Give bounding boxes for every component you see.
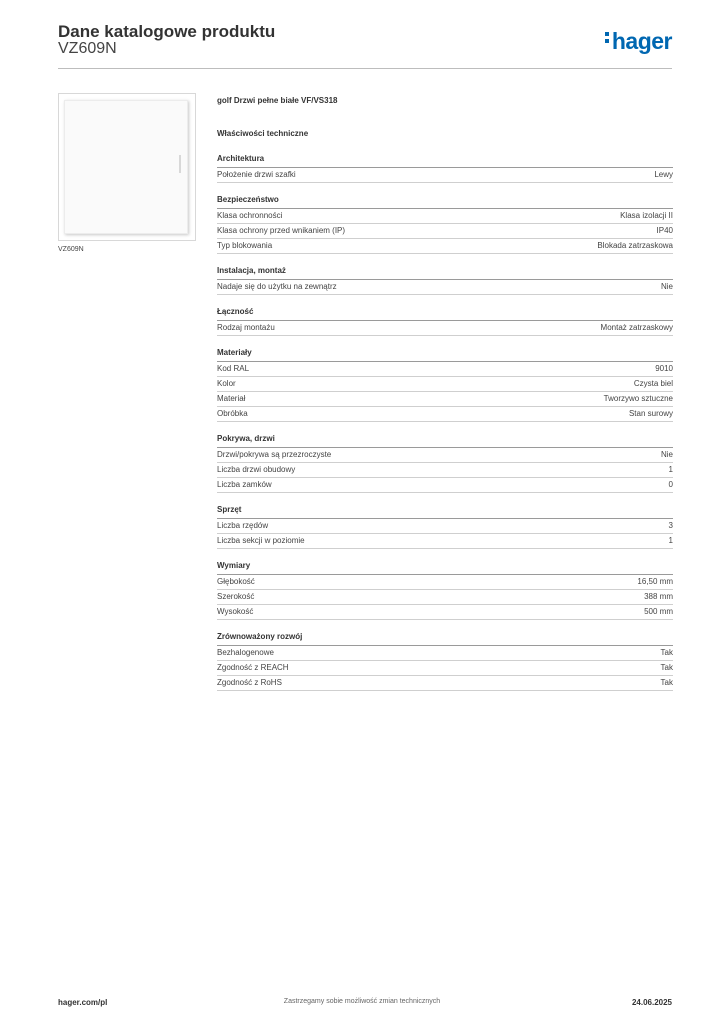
spec-row: Liczba zamków 0 [217,478,673,493]
header-divider [58,68,672,69]
spec-value: Tak [660,663,673,672]
spec-label: Obróbka [217,409,248,418]
spec-content: golf Drzwi pełne białe VF/VS318 Właściwo… [217,96,673,691]
spec-label: Kolor [217,379,236,388]
spec-label: Rodzaj montażu [217,323,275,332]
spec-value: 388 mm [644,592,673,601]
spec-label: Nadaje się do użytku na zewnątrz [217,282,337,291]
logo-text: hager [611,28,673,54]
section-title: Zrównoważony rozwój [217,632,673,646]
product-code: VZ609N [58,40,117,57]
spec-row: Klasa ochronności Klasa izolacji II [217,209,673,224]
spec-value: 1 [668,465,673,474]
spec-label: Zgodność z REACH [217,663,289,672]
door-panel-image [64,100,188,234]
spec-row: Zgodność z RoHS Tak [217,676,673,691]
spec-value: 9010 [655,364,673,373]
spec-value: 500 mm [644,607,673,616]
spec-row: Liczba sekcji w poziomie 1 [217,534,673,549]
spec-label: Głębokość [217,577,255,586]
spec-value: Tworzywo sztuczne [603,394,673,403]
spec-row: Zgodność z REACH Tak [217,661,673,676]
spec-label: Bezhalogenowe [217,648,274,657]
section-title: Łączność [217,307,673,321]
spec-value: Blokada zatrzaskowa [597,241,673,250]
footer-disclaimer: Zastrzegamy sobie możliwość zmian techni… [283,998,441,1005]
spec-row: Szerokość 388 mm [217,590,673,605]
spec-value: Lewy [654,170,673,179]
spec-label: Klasa ochronności [217,211,283,220]
spec-row: Wysokość 500 mm [217,605,673,620]
spec-value: Czysta biel [633,379,673,388]
footer-date: 24.06.2025 [631,998,672,1007]
product-image [58,93,196,241]
product-title: golf Drzwi pełne białe VF/VS318 [217,96,338,105]
spec-value: 0 [668,480,673,489]
spec-label: Liczba zamków [217,480,272,489]
spec-value: Montaż zatrzaskowy [600,323,673,332]
section-title: Instalacja, montaż [217,266,673,280]
spec-row: Typ blokowania Blokada zatrzaskowa [217,239,673,254]
spec-row: Bezhalogenowe Tak [217,646,673,661]
spec-value: Tak [660,678,673,687]
spec-row: Drzwi/pokrywa są przezroczyste Nie [217,448,673,463]
spec-row: Nadaje się do użytku na zewnątrz Nie [217,280,673,295]
spec-label: Wysokość [217,607,254,616]
spec-value: Klasa izolacji II [620,211,673,220]
spec-row: Kod RAL 9010 [217,362,673,377]
spec-label: Liczba drzwi obudowy [217,465,296,474]
spec-label: Położenie drzwi szafki [217,170,296,179]
spec-label: Liczba sekcji w poziomie [217,536,305,545]
spec-label: Materiał [217,394,246,403]
spec-row: Kolor Czysta biel [217,377,673,392]
spec-row: Położenie drzwi szafki Lewy [217,168,673,183]
spec-label: Liczba rzędów [217,521,269,530]
spec-row: Materiał Tworzywo sztuczne [217,392,673,407]
section-title: Sprzęt [217,505,673,519]
spec-value: Nie [660,450,673,459]
section-title: Architektura [217,154,673,168]
spec-label: Typ blokowania [217,241,273,250]
spec-label: Drzwi/pokrywa są przezroczyste [217,450,332,459]
spec-value: Stan surowy [628,409,673,418]
spec-row: Klasa ochrony przed wnikaniem (IP) IP40 [217,224,673,239]
footer-website[interactable]: hager.com/pl [58,998,108,1007]
spec-value: Nie [660,282,673,291]
section-title: Bezpieczeństwo [217,195,673,209]
hager-logo: hager [604,28,673,55]
spec-row: Rodzaj montażu Montaż zatrzaskowy [217,321,673,336]
spec-label: Szerokość [217,592,255,601]
spec-value: 3 [668,521,673,530]
section-title: Pokrywa, drzwi [217,434,673,448]
spec-row: Liczba drzwi obudowy 1 [217,463,673,478]
spec-label: Klasa ochrony przed wnikaniem (IP) [217,226,346,235]
logo-dots-icon [604,32,610,46]
spec-value: 16,50 mm [637,577,673,586]
spec-value: IP40 [656,226,673,235]
spec-value: 1 [668,536,673,545]
spec-label: Zgodność z RoHS [217,678,282,687]
spec-row: Głębokość 16,50 mm [217,575,673,590]
spec-value: Tak [660,648,673,657]
page-title: Dane katalogowe produktu [58,22,276,41]
section-title: Materiały [217,348,673,362]
product-image-caption: VZ609N [58,246,84,253]
spec-row: Obróbka Stan surowy [217,407,673,422]
spec-row: Liczba rzędów 3 [217,519,673,534]
properties-title: Właściwości techniczne [217,129,309,138]
spec-label: Kod RAL [217,364,250,373]
section-title: Wymiary [217,561,673,575]
